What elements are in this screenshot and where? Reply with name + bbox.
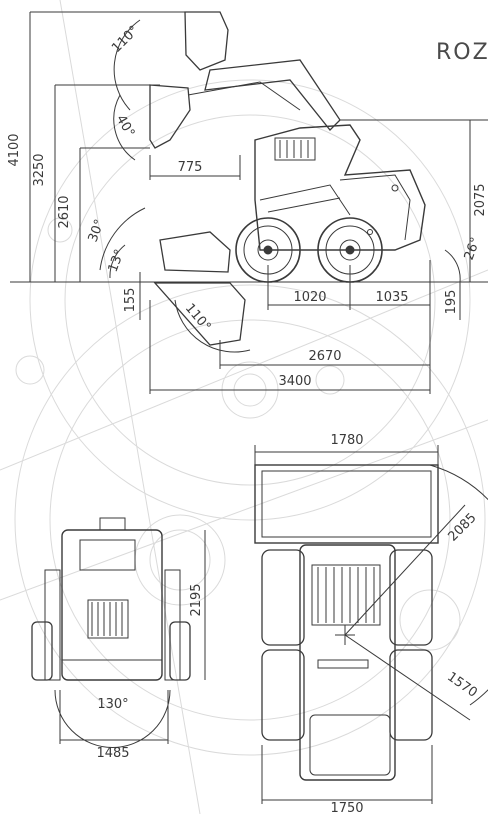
label-195: 195 [444,290,459,315]
label-angle-30: 30° [86,217,108,244]
label-2610: 2610 [57,195,72,228]
label-775: 775 [178,160,203,175]
label-130: 130° [97,697,128,712]
label-2670: 2670 [308,349,341,364]
label-1750: 1750 [330,801,363,814]
label-2085: 2085 [446,511,480,545]
label-angle-26: 26° [462,235,484,262]
page-title: ROZ [436,40,488,65]
label-3400: 3400 [278,374,311,389]
label-1485: 1485 [96,746,129,761]
top-view [254,445,488,804]
label-angle-13: 13° [106,247,128,274]
top-view-labels: 1780 2085 1570 1750 [330,433,480,816]
label-4100: 4100 [7,133,22,166]
label-1780: 1780 [330,433,363,448]
label-2075: 2075 [473,183,488,216]
label-2195: 2195 [189,583,204,616]
label-155: 155 [123,288,138,313]
side-view-labels: 4100 3250 2610 110° 40° 30° 13° 110° 775… [7,23,488,389]
rear-view [31,517,206,748]
label-1020: 1020 [293,290,326,305]
rear-view-labels: 130° 1485 2195 [96,583,204,761]
label-3250: 3250 [32,153,47,186]
side-view [10,11,488,394]
label-1035: 1035 [375,290,408,305]
label-1570: 1570 [444,669,480,700]
label-angle-110-top: 110° [109,23,142,56]
